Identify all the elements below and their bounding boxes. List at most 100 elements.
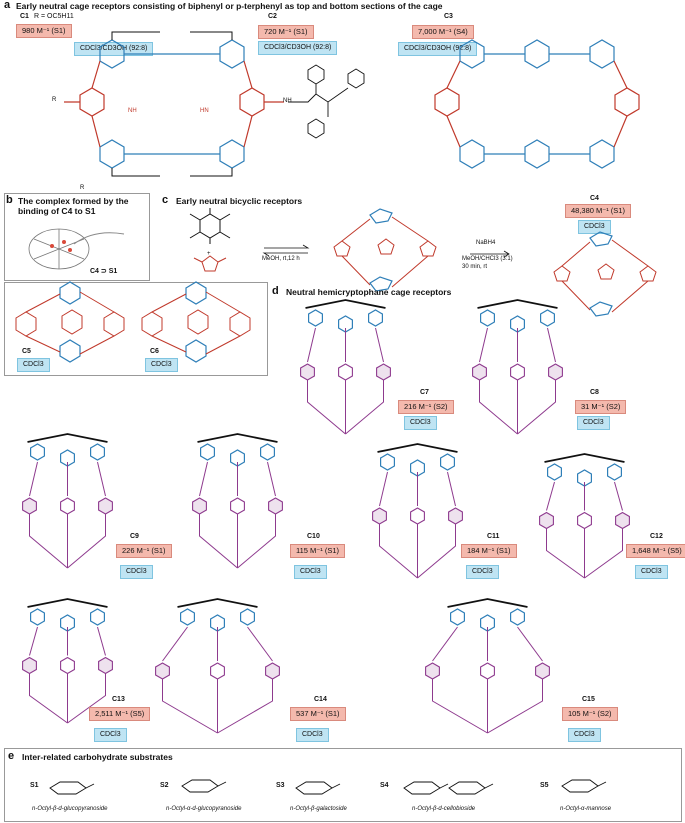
c11-structure [372,443,463,579]
c15-affinity-badge: 105 M⁻¹ (S2) [562,707,618,721]
c2-solvent-badge: CDCl3/CD3OH (92:8) [258,41,338,55]
substrate-s3-structure [295,781,341,795]
panel-b-box [4,193,150,281]
panel-e-box [4,748,682,822]
c12-affinity-badge: 1,648 M⁻¹ (S5) [626,544,685,558]
c4-affinity-badge: 48,380 M⁻¹ (S1) [565,204,631,218]
substrate-s4-name: n-Octyl-β-d-cellobioside [412,806,476,812]
panel-b-3d-complex [28,228,125,270]
substrate-s3-id: S3 [276,782,285,789]
c11-affinity-badge: 184 M⁻¹ (S1) [461,544,517,558]
c-reactants [189,208,231,272]
c11-label: C11 [487,533,500,540]
c8-affinity-badge: 31 M⁻¹ (S2) [575,400,627,414]
c2-side-chain [288,64,365,139]
c1-atom-nh-1: NH [128,108,137,114]
c2-label: C2 [268,13,277,20]
c8-label: C8 [590,389,599,396]
substrate-s5-id: S5 [540,782,549,789]
c1-atom-r-1: R [52,97,57,103]
c5-solvent-badge: CDCl3 [17,358,50,372]
c3-solvent-badge: CDCl3/CD3OH (92:8) [398,42,478,56]
panel-b-title: The complex formed by the binding of C4 … [18,196,129,216]
c7-affinity-badge: 216 M⁻¹ (S2) [398,400,454,414]
c-plus-sign: + [207,251,211,257]
c10-solvent-badge: CDCl3 [294,565,327,579]
equilibrium-arrows [262,244,310,257]
c6-solvent-badge: CDCl3 [145,358,178,372]
c5-label: C5 [22,348,31,355]
substrate-s1-id: S1 [30,782,39,789]
substrate-s2-structure [181,779,227,793]
substrate-s4-id: S4 [380,782,389,789]
substrate-s5-name: n-Octyl-α-mannose [560,806,612,812]
c10-structure [192,433,283,569]
c12-structure [539,453,630,579]
c14-solvent-badge: CDCl3 [296,728,329,742]
c11-solvent-badge: CDCl3 [466,565,499,579]
reduction-arrow [470,250,510,258]
c5-c6-box [4,282,268,376]
c12-solvent-badge: CDCl3 [635,565,668,579]
c3-label: C3 [444,13,453,20]
c9-label: C9 [130,533,139,540]
c13-label: C13 [112,696,125,703]
c4-solvent-badge: CDCl3 [578,220,611,234]
c4-structure [553,231,657,317]
c9-structure [22,433,113,569]
reaction-reagent2: NaBH4 [476,240,496,246]
panel-c-letter: c [162,194,169,206]
panel-a-title: Early neutral cage receptors consisting … [16,1,443,11]
imine-cage [333,208,437,292]
c8-solvent-badge: CDCl3 [577,416,610,430]
c1-atom-hn-1: HN [200,108,209,114]
panel-e-title: Inter-related carbohydrate substrates [22,752,173,762]
panel-d-letter: d [272,285,279,297]
panel-d-title: Neutral hemicryptophane cage receptors [286,287,452,297]
reaction-step2a: MeOH/CHCl3 (3:1) [462,256,513,262]
c4-label: C4 [590,195,599,202]
c9-affinity-badge: 226 M⁻¹ (S1) [116,544,172,558]
c5-structure [15,281,125,363]
c15-structure [425,598,550,734]
substrate-s4-structure [403,781,494,795]
c9-solvent-badge: CDCl3 [120,565,153,579]
c1-atom-r-2: R [80,185,85,191]
c13-solvent-badge: CDCl3 [94,728,127,742]
panel-a-letter: a [4,0,11,11]
c14-label: C14 [314,696,327,703]
c2-affinity-badge: 720 M⁻¹ (S1) [258,25,314,39]
c10-label: C10 [307,533,320,540]
reaction-step1: MeOH, rt,12 h [262,256,300,262]
panel-e-letter: e [8,750,15,762]
reaction-step2b: 30 min, rt [462,264,488,270]
substrate-s1-structure [49,781,95,795]
c13-structure [22,598,113,724]
substrate-s2-name: n-Octyl-α-d-glucopyranoside [166,806,242,812]
c8-structure [472,299,563,435]
c1-solvent-badge: CDCl3/CD3OH (92:8) [74,42,154,56]
c1-label: C1 [20,13,29,20]
c7-structure [300,299,391,435]
c10-affinity-badge: 115 M⁻¹ (S1) [290,544,345,558]
c6-label: C6 [150,348,159,355]
c13-affinity-badge: 2,511 M⁻¹ (S5) [89,707,151,721]
c2-atom-h: NH [283,98,292,104]
substrate-s1-name: n-Octyl-β-d-glucopyranoside [32,806,108,812]
c14-affinity-badge: 537 M⁻¹ (S1) [290,707,346,721]
panel-b-caption: C4 ⊃ S1 [90,268,118,275]
c1-affinity-badge: 980 M⁻¹ (S1) [16,24,72,38]
substrate-s5-structure [561,779,607,793]
panel-b-letter: b [6,194,13,206]
c12-label: C12 [650,533,663,540]
c1-structure [64,31,284,177]
panel-c-title: Early neutral bicyclic receptors [176,196,303,206]
c6-structure [141,281,251,363]
c7-solvent-badge: CDCl3 [404,416,437,430]
c1-note: R = OC5H11 [34,13,74,20]
c15-solvent-badge: CDCl3 [568,728,601,742]
c3-structure [434,39,640,169]
c14-structure [155,598,280,734]
c7-label: C7 [420,389,429,396]
substrate-s2-id: S2 [160,782,169,789]
